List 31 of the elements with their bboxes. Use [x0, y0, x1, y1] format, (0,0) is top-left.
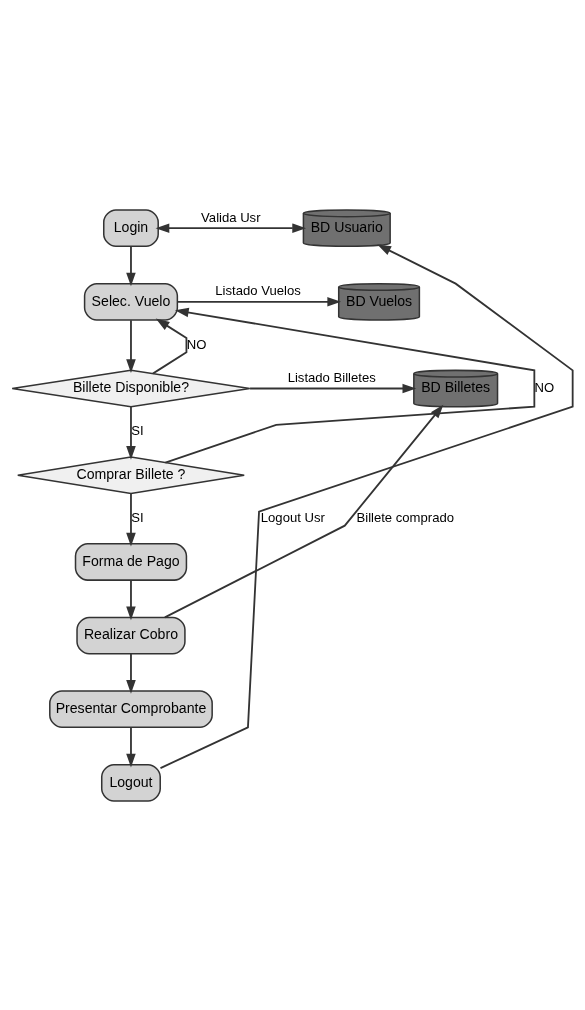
- node-diamond: Billete Disponible?: [11, 369, 251, 407]
- arrow: [126, 492, 136, 546]
- node-diamond: Comprar Billete ?: [17, 455, 245, 494]
- edge-label: Valida Usr: [201, 209, 261, 225]
- node-box: Presentar Comprobante: [49, 689, 213, 728]
- arrow: [126, 652, 136, 694]
- edge-label: Logout Usr: [260, 509, 325, 525]
- arrow: [126, 318, 136, 373]
- edge-label: Listado Vuelos: [215, 282, 301, 298]
- edge-label: SI: [131, 509, 144, 525]
- arrow: [176, 296, 342, 307]
- edge-label: SI: [131, 422, 144, 438]
- edge-label: Listado Billetes: [287, 369, 376, 385]
- edge-label: NO: [534, 379, 555, 395]
- node-box: Login: [103, 208, 159, 247]
- edge-label: NO: [186, 336, 207, 352]
- arrow: [152, 318, 188, 374]
- arrow: [126, 726, 136, 767]
- node-box: Selec. Vuelo: [83, 282, 179, 321]
- arrow: [164, 307, 536, 463]
- arrow: [159, 243, 574, 769]
- arrow: [249, 383, 417, 393]
- node-box: Realizar Cobro: [76, 616, 186, 654]
- arrow: [126, 245, 136, 286]
- arrow: [126, 578, 136, 620]
- arrow: [126, 405, 136, 460]
- node-box: Forma de Pago: [74, 542, 188, 581]
- arrow: [155, 222, 306, 233]
- arrow: [163, 404, 444, 618]
- node-box: Logout: [100, 763, 161, 802]
- edge-label: Billete comprado: [356, 509, 455, 525]
